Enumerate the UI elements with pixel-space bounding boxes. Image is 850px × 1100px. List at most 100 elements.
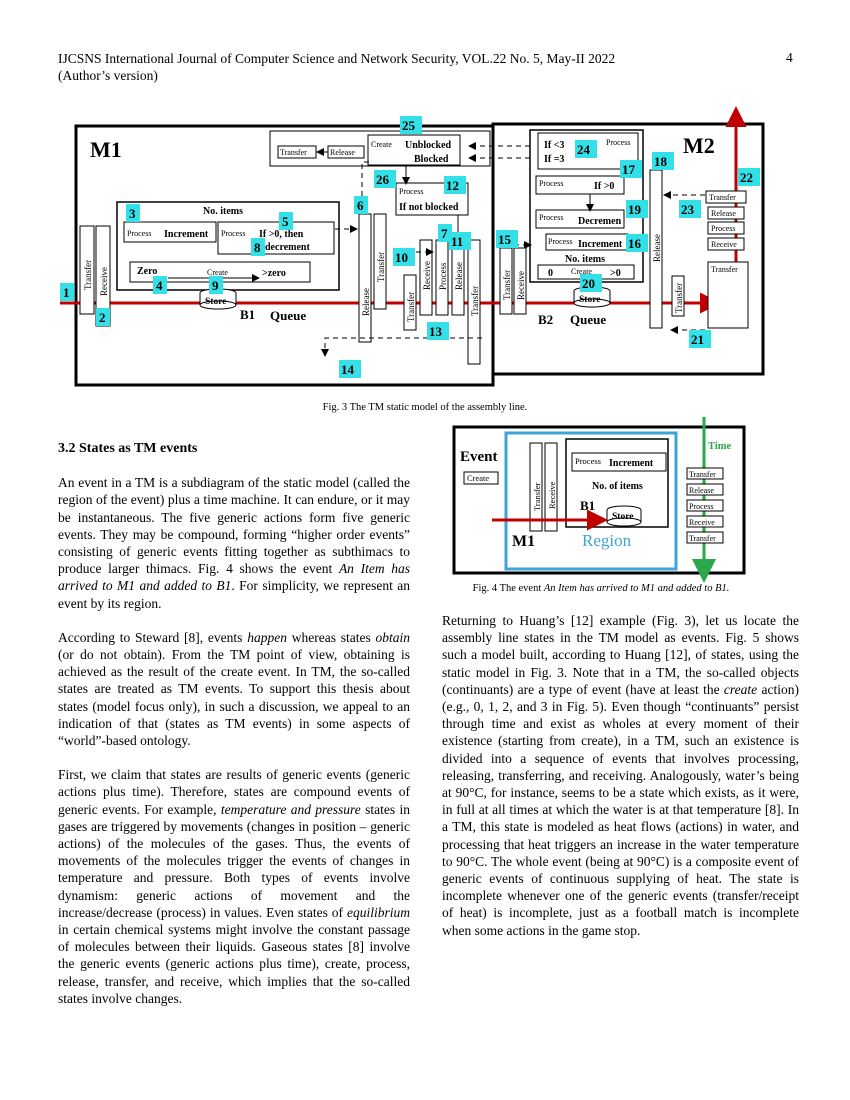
paragraph: Returning to Huang’s [12] example (Fig. …: [442, 613, 799, 938]
svg-text:Process: Process: [575, 456, 601, 466]
figure-3-diagram: M1 M2 Transfer Receive No. items Process…: [60, 106, 765, 387]
svg-text:Process: Process: [399, 187, 423, 196]
svg-text:Release: Release: [454, 262, 464, 290]
svg-text:Release: Release: [652, 234, 662, 262]
svg-text:Transfer: Transfer: [711, 265, 738, 274]
svg-text:Increment: Increment: [578, 239, 623, 250]
svg-text:Unblocked: Unblocked: [405, 140, 452, 151]
svg-text:Increment: Increment: [164, 229, 209, 240]
svg-text:Receive: Receive: [689, 518, 715, 527]
svg-text:11: 11: [451, 234, 463, 249]
svg-text:>zero: >zero: [262, 268, 286, 279]
svg-text:Transfer: Transfer: [532, 482, 542, 511]
svg-text:Store: Store: [579, 295, 600, 305]
svg-text:Process: Process: [539, 179, 563, 188]
svg-text:If <3: If <3: [544, 140, 564, 151]
svg-text:No. items: No. items: [565, 254, 605, 265]
svg-text:If >0: If >0: [594, 181, 614, 192]
svg-text:26: 26: [376, 172, 390, 187]
svg-text:Receive: Receive: [99, 267, 109, 296]
m2-box: [491, 122, 765, 376]
svg-text:B1: B1: [580, 498, 595, 513]
svg-text:Create: Create: [371, 140, 392, 149]
svg-text:16: 16: [628, 236, 642, 251]
svg-text:Create: Create: [207, 268, 228, 277]
right-column: Returning to Huang’s [12] example (Fig. …: [442, 612, 799, 956]
figure-4-diagram: Event Create Region M1 B1 Transfer Recei…: [452, 417, 746, 583]
svg-text:Blocked: Blocked: [414, 154, 449, 165]
svg-text:13: 13: [429, 324, 443, 339]
svg-text:Release: Release: [689, 486, 714, 495]
svg-text:6: 6: [357, 198, 364, 213]
paragraph: According to Steward [8], events happen …: [58, 629, 411, 749]
svg-text:Increment: Increment: [609, 458, 654, 469]
paragraph: First, we claim that states are results …: [58, 767, 410, 1006]
svg-text:No. of items: No. of items: [592, 481, 643, 492]
svg-text:Process: Process: [221, 229, 245, 238]
svg-text:Release: Release: [330, 148, 355, 157]
svg-text:10: 10: [395, 250, 408, 265]
svg-text:B1: B1: [240, 307, 255, 322]
left-column: 3.2 States as TM events An event in a TM…: [58, 440, 410, 1024]
svg-text:Receive: Receive: [516, 271, 526, 300]
svg-text:25: 25: [402, 118, 416, 133]
figure-4-caption: Fig. 4 The event An Item has arrived to …: [472, 583, 730, 594]
svg-text:18: 18: [654, 154, 668, 169]
svg-text:15: 15: [498, 232, 512, 247]
svg-text:21: 21: [691, 332, 704, 347]
svg-text:Process: Process: [127, 229, 151, 238]
paragraph: An event in a TM is a subdiagram of the …: [58, 475, 410, 611]
svg-text:Queue: Queue: [270, 308, 306, 323]
svg-text:1: 1: [63, 285, 70, 300]
svg-text:Create: Create: [571, 267, 592, 276]
svg-text:decrement: decrement: [265, 242, 310, 253]
section-heading: 3.2 States as TM events: [58, 441, 198, 456]
svg-text:Region: Region: [582, 531, 632, 550]
m1-label: M1: [90, 137, 122, 162]
svg-text:19: 19: [628, 202, 642, 217]
svg-text:Process: Process: [539, 213, 563, 222]
svg-text:8: 8: [254, 240, 261, 255]
svg-text:Queue: Queue: [570, 312, 606, 327]
svg-text:Release: Release: [711, 209, 736, 218]
svg-text:Transfer: Transfer: [689, 470, 716, 479]
svg-text:Receive: Receive: [711, 240, 737, 249]
svg-text:Process: Process: [438, 262, 448, 290]
svg-text:Receive: Receive: [547, 481, 557, 509]
svg-text:Time: Time: [708, 441, 731, 452]
svg-text:7: 7: [441, 226, 448, 241]
svg-text:Transfer: Transfer: [376, 252, 386, 282]
svg-text:0: 0: [548, 268, 553, 279]
svg-text:Transfer: Transfer: [470, 286, 480, 316]
svg-text:M1: M1: [512, 533, 535, 550]
svg-text:23: 23: [681, 202, 695, 217]
svg-text:20: 20: [582, 276, 595, 291]
svg-text:17: 17: [622, 162, 636, 177]
svg-text:If >0, then: If >0, then: [259, 229, 304, 240]
svg-text:24: 24: [577, 142, 591, 157]
svg-text:Decremen: Decremen: [578, 216, 622, 227]
m2-label: M2: [683, 133, 715, 158]
svg-text:Process: Process: [689, 502, 713, 511]
svg-text:3: 3: [129, 206, 136, 221]
version-note: (Author’s version): [58, 68, 158, 83]
svg-text:No. items: No. items: [203, 206, 243, 217]
svg-text:B2: B2: [538, 312, 553, 327]
svg-text:Process: Process: [711, 224, 735, 233]
svg-text:2: 2: [99, 310, 106, 325]
svg-text:Event: Event: [460, 449, 498, 465]
svg-text:4: 4: [156, 278, 163, 293]
svg-text:Process: Process: [548, 237, 572, 246]
svg-text:Release: Release: [361, 288, 371, 316]
svg-text:Transfer: Transfer: [674, 283, 684, 313]
svg-text:Create: Create: [467, 473, 489, 483]
svg-text:Transfer: Transfer: [280, 148, 307, 157]
svg-text:Transfer: Transfer: [406, 292, 416, 322]
svg-text:12: 12: [446, 178, 459, 193]
svg-text:9: 9: [212, 278, 219, 293]
running-header: IJCSNS International Journal of Computer…: [58, 50, 758, 84]
svg-text:Store: Store: [612, 512, 633, 522]
svg-text:Zero: Zero: [137, 266, 157, 277]
svg-text:Transfer: Transfer: [83, 260, 93, 290]
page-number: 4: [786, 50, 793, 65]
